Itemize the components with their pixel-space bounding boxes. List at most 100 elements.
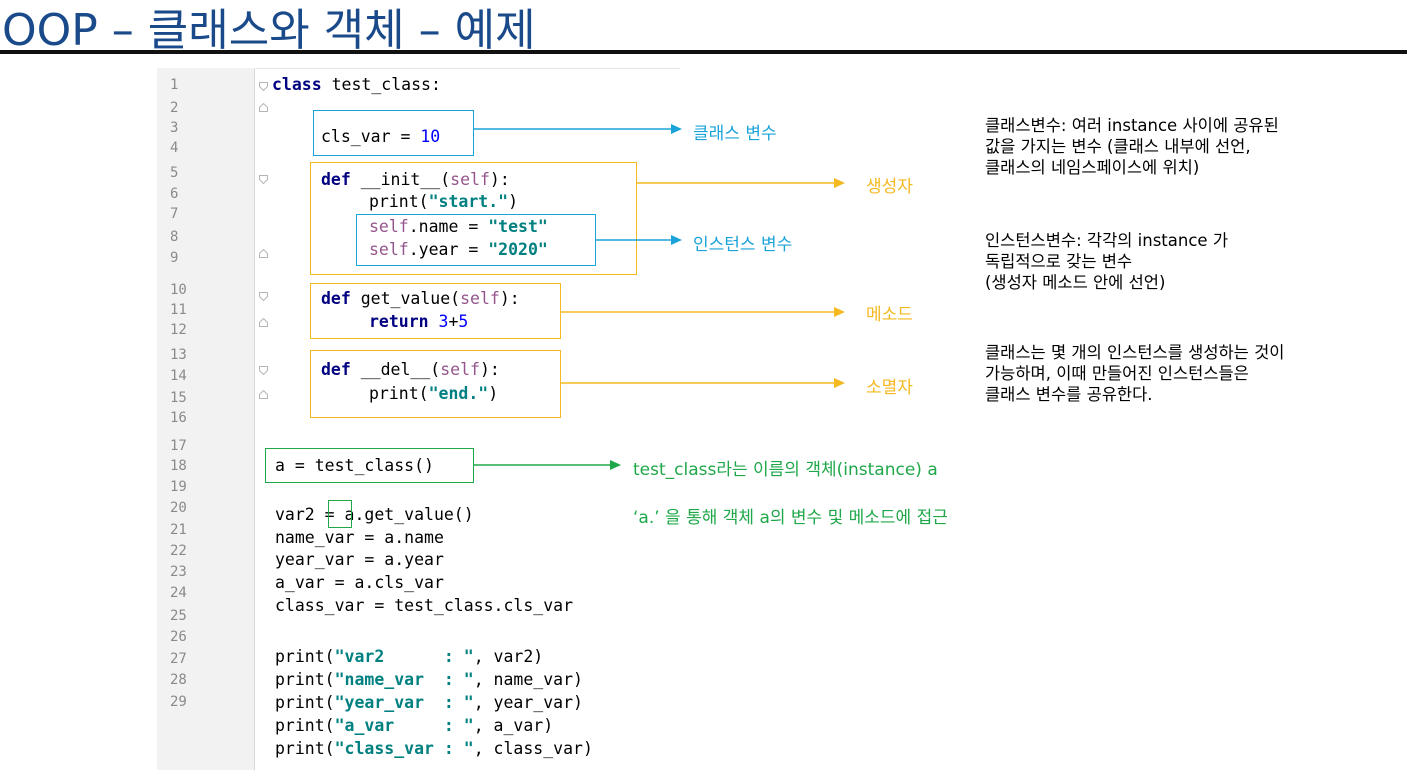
fold-open-icon[interactable] — [259, 82, 268, 91]
line-number: 3 — [170, 120, 179, 136]
line-number: 9 — [170, 250, 179, 266]
destructor-highlight — [310, 350, 561, 418]
fold-close-icon[interactable] — [259, 249, 268, 258]
self-token: self — [369, 240, 409, 259]
line-number-gutter — [157, 68, 255, 770]
method-highlight — [310, 283, 561, 339]
code-line-19: var2 = a.get_value() — [275, 505, 474, 524]
constructor-arrow — [637, 178, 845, 188]
object-highlight — [265, 448, 474, 483]
code-line-17: a = test_class() — [275, 456, 434, 475]
code-text: print( — [275, 739, 335, 758]
code-text: __del__( — [350, 360, 441, 379]
line-number: 13 — [170, 347, 187, 363]
line-number: 16 — [170, 410, 187, 426]
line-number: 28 — [170, 672, 187, 688]
code-line-26: print("name_var : ", name_var) — [275, 671, 583, 688]
code-line-22: a_var = a.cls_var — [275, 573, 444, 592]
line-number: 22 — [170, 543, 187, 559]
note-class-instances: 클래스는 몇 개의 인스턴스를 생성하는 것이 가능하며, 이때 만들어진 인스… — [985, 342, 1284, 405]
instance-var-highlight — [356, 214, 596, 266]
code-text: test_class: — [321, 75, 441, 94]
instance-var-arrow — [596, 235, 682, 245]
code-text: , var2) — [473, 647, 544, 666]
code-text: , a_var) — [473, 716, 554, 735]
access-label: ‘a.’ 을 통해 객체 a의 변수 및 메소드에 접근 — [633, 508, 948, 528]
code-text: , class_var) — [473, 739, 593, 758]
note-line: 클래스의 네임스페이스에 위치) — [985, 158, 1200, 177]
line-number: 20 — [170, 500, 187, 516]
fold-close-icon[interactable] — [259, 103, 268, 112]
code-text: get_value( — [350, 289, 461, 308]
code-text: print( — [275, 670, 335, 689]
code-line-20: name_var = a.name — [275, 528, 444, 547]
string: "class_var : " — [334, 739, 474, 758]
note-line: 인스턴스변수: 각각의 instance 가 — [985, 231, 1228, 250]
code-line-27: print("year_var : ", year_var) — [275, 694, 583, 711]
string: "year_var : " — [334, 693, 474, 712]
destructor-arrow — [561, 378, 845, 388]
fold-open-icon[interactable] — [259, 175, 268, 184]
code-line-10: def get_value(self): — [321, 290, 520, 307]
line-number: 11 — [170, 302, 187, 318]
string: "test" — [488, 217, 548, 236]
note-line: 클래스변수: 여러 instance 사이에 공유된 — [985, 116, 1279, 135]
fold-open-icon[interactable] — [259, 292, 268, 301]
code-text: , name_var) — [473, 670, 583, 689]
code-text: , year_var) — [473, 693, 583, 712]
code-text: ): — [499, 289, 520, 308]
string: "name_var : " — [334, 670, 474, 689]
editor-top-border — [254, 68, 680, 69]
line-number: 15 — [170, 390, 187, 406]
object-arrow — [474, 460, 621, 470]
fold-open-icon[interactable] — [259, 366, 268, 375]
note-line: (생성자 메소드 안에 선언) — [985, 273, 1166, 292]
line-number: 7 — [170, 206, 179, 222]
line-number: 14 — [170, 368, 187, 384]
code-text: print( — [369, 384, 429, 403]
method-arrow — [561, 307, 845, 317]
gutter-divider — [254, 68, 255, 770]
line-number: 2 — [170, 100, 179, 116]
code-text: .name = — [408, 217, 489, 236]
note-class-variable: 클래스변수: 여러 instance 사이에 공유된 값을 가지는 변수 (클래… — [985, 115, 1279, 178]
fold-close-icon[interactable] — [259, 318, 268, 327]
code-line-14: print("end.") — [369, 385, 498, 402]
keyword: def — [321, 170, 351, 189]
line-number: 10 — [170, 282, 187, 298]
note-line: 독립적으로 갖는 변수 — [985, 252, 1133, 271]
code-text: ): — [489, 170, 510, 189]
line-number: 8 — [170, 229, 179, 245]
code-line-28: print("a_var : ", a_var) — [275, 717, 553, 734]
constructor-highlight — [310, 162, 637, 275]
keyword: class — [272, 75, 322, 94]
code-line-3: cls_var = 10 — [321, 128, 440, 145]
code-line-5: def __init__(self): — [321, 171, 510, 188]
code-text: print( — [369, 192, 429, 211]
note-line: 가능하며, 이때 만들어진 인스턴스들은 — [985, 364, 1249, 383]
self-token: self — [440, 360, 480, 379]
code-line-21: year_var = a.year — [275, 550, 444, 569]
string: "start." — [428, 192, 509, 211]
class-var-highlight — [313, 110, 474, 156]
code-line-7: self.name = "test" — [369, 218, 548, 235]
code-text: print( — [275, 647, 335, 666]
number: 3 — [438, 312, 449, 331]
code-text: __init__( — [350, 170, 451, 189]
fold-close-icon[interactable] — [259, 390, 268, 399]
line-number: 23 — [170, 564, 187, 580]
line-number: 21 — [170, 522, 187, 538]
note-instance-variable: 인스턴스변수: 각각의 instance 가 독립적으로 갖는 변수 (생성자 … — [985, 230, 1228, 293]
keyword: return — [369, 312, 429, 331]
line-number: 18 — [170, 458, 187, 474]
keyword: def — [321, 289, 351, 308]
string: "a_var : " — [334, 716, 474, 735]
code-text: ): — [479, 360, 500, 379]
line-number: 29 — [170, 694, 187, 710]
access-highlight — [328, 500, 352, 528]
code-line-11: return 3+5 — [369, 313, 468, 330]
instance-var-label: 인스턴스 변수 — [693, 235, 793, 255]
constructor-label: 생성자 — [866, 177, 913, 197]
note-line: 클래스 변수를 공유한다. — [985, 385, 1153, 404]
